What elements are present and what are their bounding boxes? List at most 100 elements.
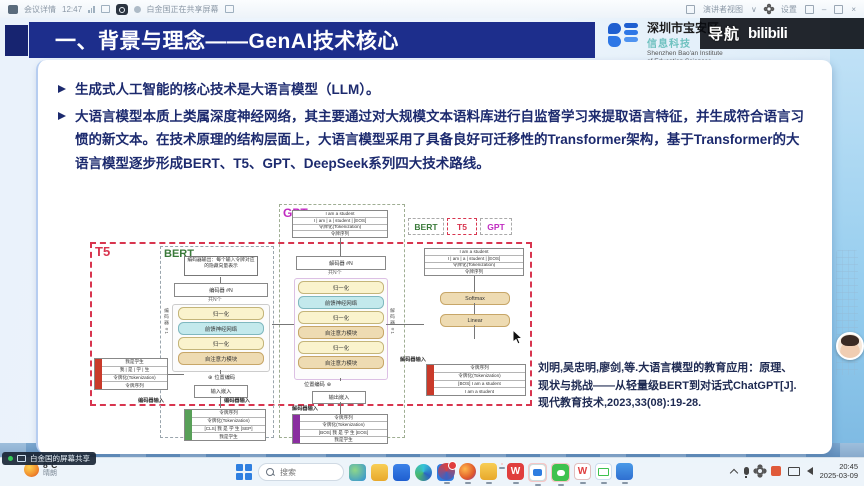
edge-browser-icon[interactable] — [415, 463, 432, 481]
settings-gear-icon[interactable] — [765, 5, 773, 13]
layout-switch-icon[interactable] — [100, 5, 110, 13]
mouse-cursor — [512, 328, 524, 351]
tencent-meeting-icon[interactable] — [529, 464, 546, 481]
legend-gpt-chip: GPT — [480, 218, 512, 235]
table-side-bar — [95, 359, 102, 389]
dropdown-chevron-icon[interactable]: ∨ — [751, 4, 757, 14]
gpt-output-table: I am a student I | am | a | student | [E… — [292, 210, 388, 238]
t5-decoder-input-table: 令牌序列 令牌化(Tokenization) [BOS] I am a stud… — [426, 364, 526, 396]
slide-content-card: 生成式人工智能的核心技术是大语言模型（LLM）。 大语言模型本质上类属深度神经网… — [36, 60, 832, 454]
speaker-view-button[interactable]: 演讲者视图 — [703, 4, 744, 14]
system-tray: 20:45 2025-03-09 — [729, 462, 858, 480]
output-embedding-block: 输出嵌入 — [312, 391, 366, 404]
pos-encoding-icon: ⊕ — [208, 374, 213, 381]
decoder-1-side-label: 解码器 #1 — [389, 308, 394, 336]
microphone-icon[interactable] — [743, 467, 749, 478]
t5-input-table: 我是学生 我 | 是 | 学 | 生 令牌化(Tokenization) 令牌序… — [94, 358, 168, 390]
bullet-2-text: 大语言模型本质上类属深度神经网络，其主要通过对大规模文本语料库进行自监督学习来提… — [75, 109, 804, 171]
widgets-icon[interactable] — [349, 463, 366, 481]
institute-logo-icon — [608, 22, 642, 48]
search-input[interactable] — [278, 466, 332, 478]
bilibili-watermark: 导航 bilibili — [700, 18, 864, 49]
wps-icon[interactable]: W — [507, 463, 524, 480]
maximize-button[interactable] — [834, 4, 844, 14]
bullet-1-text: 生成式人工智能的核心技术是大语言模型（LLM）。 — [75, 82, 380, 97]
fullscreen-icon[interactable] — [804, 4, 814, 14]
weather-icon — [24, 462, 39, 478]
weather-desc: 晴朗 — [43, 470, 57, 478]
legend-t5-chip: T5 — [447, 218, 477, 235]
meeting-app-icon[interactable] — [8, 4, 18, 14]
clock-time: 20:45 — [839, 462, 858, 471]
logo-cn2-text: 信息科技 — [647, 39, 691, 51]
wechat-icon[interactable] — [552, 464, 569, 481]
attention-highlight — [551, 463, 570, 482]
decoder-n-block: 解码器 #N — [296, 256, 386, 270]
taskbar-weather[interactable]: 8°C 晴朗 — [24, 460, 57, 478]
softmax-block: Softmax — [440, 292, 510, 305]
camera-avatar-bubble[interactable] — [836, 332, 864, 360]
close-button[interactable]: × — [851, 4, 856, 14]
tray-chevron-up-icon[interactable] — [729, 468, 738, 477]
notification-badge — [448, 461, 457, 470]
nav-watermark-text: 导航 — [708, 26, 741, 43]
sharer-avatar-icon — [133, 5, 141, 13]
screen-share-pill[interactable]: 白金国的屏幕共享 — [2, 452, 96, 465]
gpt-input-table: 令牌序列 令牌化(Tokenization) [BOS] 我 是 学 生 [EO… — [292, 414, 388, 444]
minimize-button[interactable]: – — [821, 4, 827, 14]
meeting-info-label[interactable]: 会议详情 — [24, 4, 56, 14]
cast-display-icon[interactable] — [787, 466, 800, 476]
taskbar-search[interactable] — [258, 463, 344, 481]
table-side-bar — [427, 365, 434, 395]
settings-button[interactable]: 设置 — [780, 4, 797, 14]
table-side-bar — [293, 415, 300, 443]
presentation-area: 一、背景与理念——GenAI技术核心 深圳市宝安区 信息科技 Shenzhen … — [0, 18, 864, 458]
file-explorer-icon[interactable] — [371, 463, 388, 481]
t5-label: T5 — [95, 244, 111, 259]
taskbar-clock[interactable]: 20:45 2025-03-09 — [820, 462, 858, 480]
volume-icon[interactable] — [806, 467, 813, 475]
start-button[interactable] — [236, 463, 253, 481]
speaker-view-icon[interactable] — [686, 4, 696, 14]
legend-bert-chip: BERT — [408, 218, 444, 235]
encoder-n-block: 编码器 #N — [174, 283, 268, 297]
t5-dashed-box — [90, 242, 532, 406]
app-icon-blue[interactable] — [616, 463, 633, 480]
screen-share-app-icon[interactable] — [595, 463, 612, 480]
bullet-1: 生成式人工智能的核心技术是大语言模型（LLM）。 — [58, 78, 806, 101]
sharing-screen-icon[interactable] — [224, 5, 234, 13]
slide-title-banner: 一、背景与理念——GenAI技术核心 — [29, 22, 595, 58]
attention-highlight — [528, 463, 547, 482]
sharing-status-label: 白金国正在共享屏幕 — [146, 4, 219, 14]
encoder-count-label: 共N个 — [208, 297, 222, 303]
browser-app-icon[interactable] — [438, 461, 457, 480]
windows-taskbar: 8°C 晴朗 W W — [0, 457, 864, 486]
encoder-pos-encoding: ⊕ 位置编码 — [208, 374, 236, 382]
t5-output-table: I am a student I | am | a | student | [E… — [424, 248, 524, 276]
bullet-2: 大语言模型本质上类属深度神经网络，其主要通过对大规模文本语料库进行自监督学习来提… — [58, 105, 806, 175]
share-pill-label: 白金国的屏幕共享 — [30, 454, 90, 463]
bullet-arrow-icon — [58, 85, 66, 93]
monitor-icon — [17, 455, 26, 462]
bullet-arrow-icon — [58, 112, 66, 121]
network-signal-icon — [88, 5, 95, 13]
llm-architecture-diagram: T5 GPT BERT BERT T5 GPT 编码器输出：每个输入令牌对应的隐… — [86, 196, 538, 448]
tray-gear-icon[interactable] — [755, 467, 764, 475]
folder-icon[interactable] — [480, 463, 497, 480]
input-embedding-block: 输入嵌入 — [194, 385, 248, 398]
slide-title: 一、背景与理念——GenAI技术核心 — [55, 30, 399, 53]
meeting-key-icon[interactable] — [115, 3, 128, 15]
attention-highlight — [501, 463, 503, 465]
meeting-toolbar: 会议详情 12:47 白金国正在共享屏幕 演讲者视图 ∨ 设置 – × — [0, 0, 864, 18]
microsoft-store-icon[interactable] — [393, 463, 410, 481]
wps-docs-icon[interactable]: W — [574, 463, 591, 480]
meeting-time: 12:47 — [62, 4, 83, 14]
linear-block: Linear — [440, 314, 510, 327]
clock-date: 2025-03-09 — [819, 471, 858, 480]
tray-app-icon[interactable] — [770, 466, 781, 476]
pos-encoding-icon: ⊕ — [326, 381, 332, 388]
decoder-count-label: 共N个 — [328, 270, 342, 276]
firefox-icon[interactable] — [459, 463, 476, 480]
search-icon — [266, 468, 274, 476]
